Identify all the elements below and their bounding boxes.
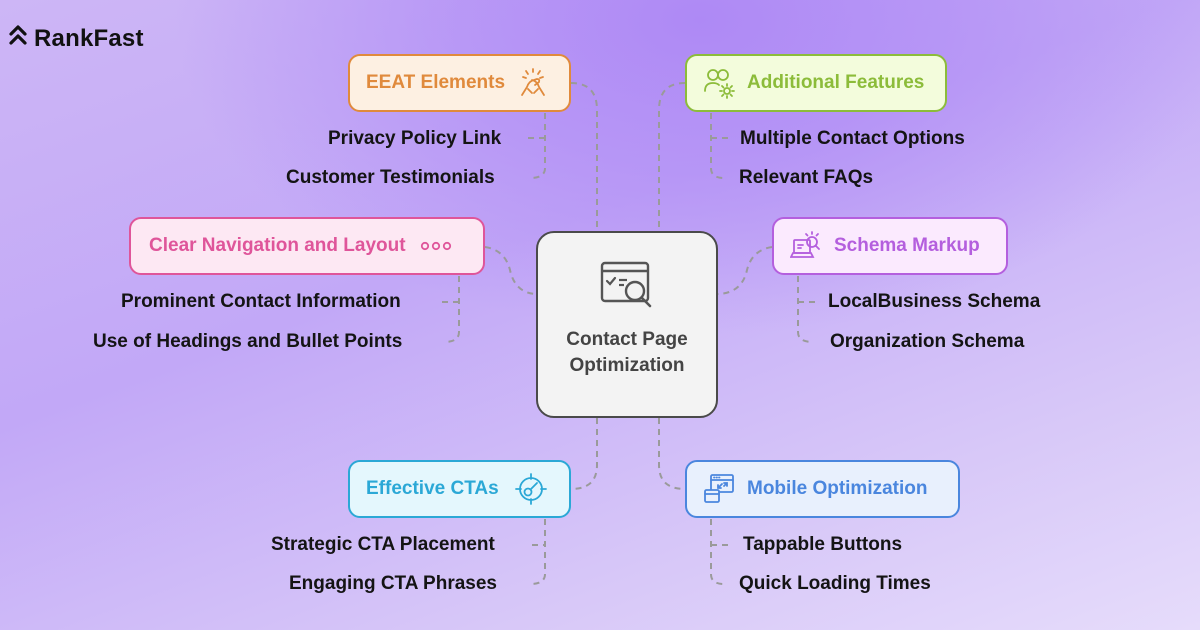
branch-item-additional-2: Relevant FAQs bbox=[739, 167, 874, 188]
branch-item-additional-1: Multiple Contact Options bbox=[740, 128, 965, 149]
connector-mobile bbox=[658, 418, 686, 490]
connector-schema-items bbox=[797, 276, 815, 343]
connector-mobile-items bbox=[710, 519, 728, 585]
connector-cta-items bbox=[529, 519, 546, 585]
branch-node-cta: Effective CTAs bbox=[348, 460, 571, 518]
branch-item-schema-1: LocalBusiness Schema bbox=[828, 291, 1041, 312]
central-topic-node: Contact Page Optimization bbox=[536, 231, 718, 418]
laptop-search-icon bbox=[789, 230, 822, 262]
branch-node-mobile: Mobile Optimization bbox=[685, 460, 960, 518]
branch-node-navigation: Clear Navigation and Layout bbox=[129, 217, 485, 275]
branch-node-schema: Schema Markup bbox=[772, 217, 1008, 275]
branch-item-mobile-1: Tappable Buttons bbox=[743, 534, 903, 555]
connector-navigation bbox=[484, 246, 537, 295]
brand-logo: RankFast bbox=[8, 24, 144, 53]
connector-navigation-items bbox=[442, 276, 460, 343]
branch-item-mobile-2: Quick Loading Times bbox=[739, 573, 931, 594]
responsive-windows-icon bbox=[703, 473, 735, 505]
connector-additional-items bbox=[710, 113, 728, 179]
branch-label-navigation: Clear Navigation and Layout bbox=[149, 235, 406, 256]
branch-item-eeat-2: Customer Testimonials bbox=[286, 167, 495, 188]
branch-label-cta: Effective CTAs bbox=[366, 478, 499, 499]
branch-item-schema-2: Organization Schema bbox=[830, 331, 1025, 352]
handshake-icon bbox=[517, 67, 549, 99]
branch-label-mobile: Mobile Optimization bbox=[747, 478, 928, 499]
three-dots-icon bbox=[420, 230, 452, 262]
branch-item-navigation-1: Prominent Contact Information bbox=[121, 291, 401, 312]
branch-label-additional: Additional Features bbox=[747, 72, 925, 93]
branch-item-cta-2: Engaging CTA Phrases bbox=[289, 573, 497, 594]
connector-additional bbox=[658, 82, 686, 231]
branch-item-navigation-2: Use of Headings and Bullet Points bbox=[93, 331, 403, 352]
connector-cta bbox=[570, 418, 598, 490]
connector-eeat bbox=[570, 82, 598, 231]
target-icon bbox=[514, 473, 547, 505]
double-chevron-up-icon bbox=[8, 24, 28, 53]
connector-eeat-items bbox=[528, 113, 546, 179]
branch-node-eeat: EEAT Elements bbox=[348, 54, 571, 112]
branch-label-eeat: EEAT Elements bbox=[366, 72, 506, 93]
branch-item-cta-1: Strategic CTA Placement bbox=[271, 534, 495, 555]
brand-name: RankFast bbox=[34, 24, 144, 52]
branch-node-additional: Additional Features bbox=[685, 54, 947, 112]
users-gear-icon bbox=[703, 67, 735, 99]
branch-label-schema: Schema Markup bbox=[834, 235, 980, 256]
central-topic-title: Contact Page Optimization bbox=[566, 329, 688, 376]
browser-checklist-search-icon bbox=[600, 261, 654, 309]
connector-schema bbox=[717, 246, 773, 295]
branch-item-eeat-1: Privacy Policy Link bbox=[328, 128, 502, 149]
